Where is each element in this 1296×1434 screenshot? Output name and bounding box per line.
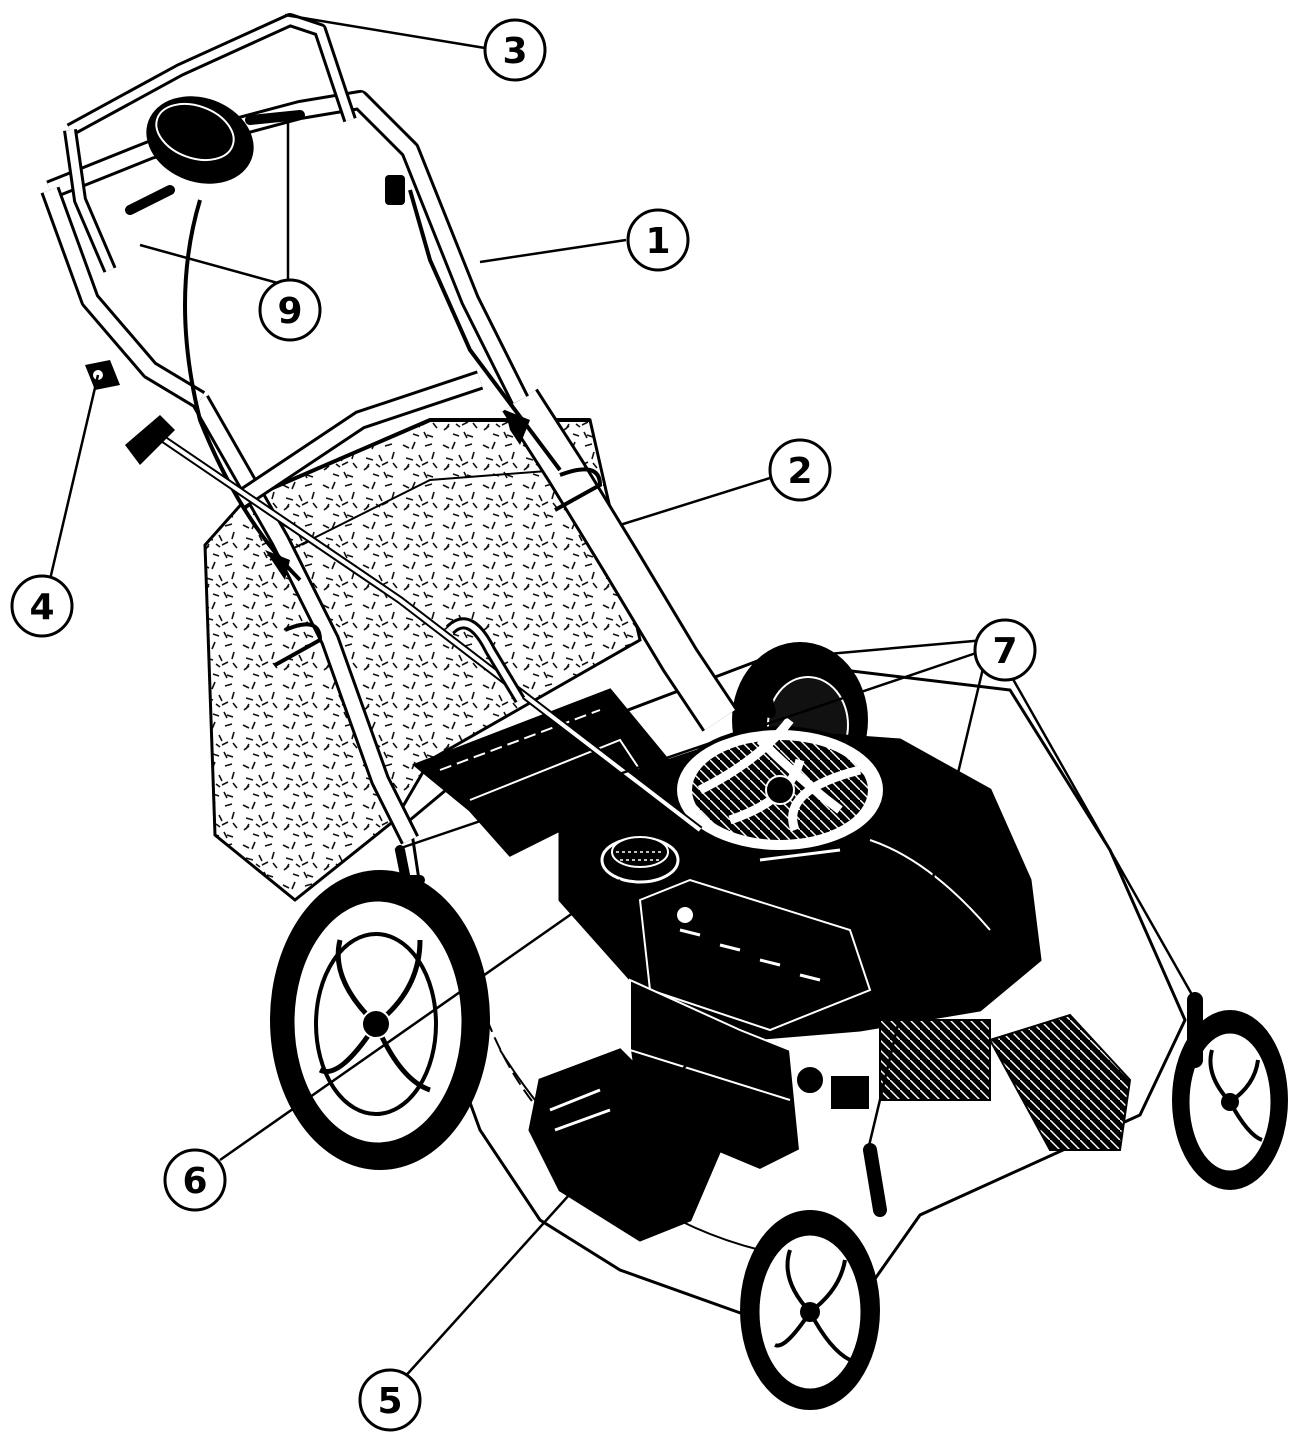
svg-text:4: 4 (29, 587, 54, 628)
starter-rope-handle (385, 175, 405, 205)
svg-text:5: 5 (377, 1381, 402, 1422)
oil-fill-cap (600, 836, 680, 884)
svg-text:6: 6 (182, 1161, 207, 1202)
height-adjuster-levers (395, 666, 1203, 1217)
muffler (528, 1048, 722, 1242)
svg-text:9: 9 (277, 291, 302, 332)
callout-5: 5 (358, 1368, 422, 1432)
front-grille (988, 1013, 1132, 1151)
svg-text:2: 2 (787, 451, 812, 492)
front-left-wheel (740, 1210, 880, 1410)
callout-9: 9 (258, 278, 322, 342)
callout-4: 4 (10, 574, 74, 638)
callout-3: 3 (483, 18, 547, 82)
cable-ties (274, 467, 603, 667)
handle-knob (85, 360, 530, 580)
leader-lines (46, 13, 1197, 1381)
speed-control-knob (125, 96, 305, 215)
svg-text:1: 1 (645, 221, 670, 262)
svg-text:3: 3 (502, 31, 527, 72)
handle-assembly (40, 13, 738, 845)
callout-2: 2 (768, 438, 832, 502)
front-right-wheel (1172, 1010, 1288, 1190)
callout-7: 7 (973, 618, 1037, 682)
rear-left-wheel (270, 870, 490, 1170)
engine (558, 717, 1042, 1172)
callout-6: 6 (163, 1148, 227, 1212)
svg-text:7: 7 (992, 631, 1017, 672)
callout-1: 1 (626, 208, 690, 272)
